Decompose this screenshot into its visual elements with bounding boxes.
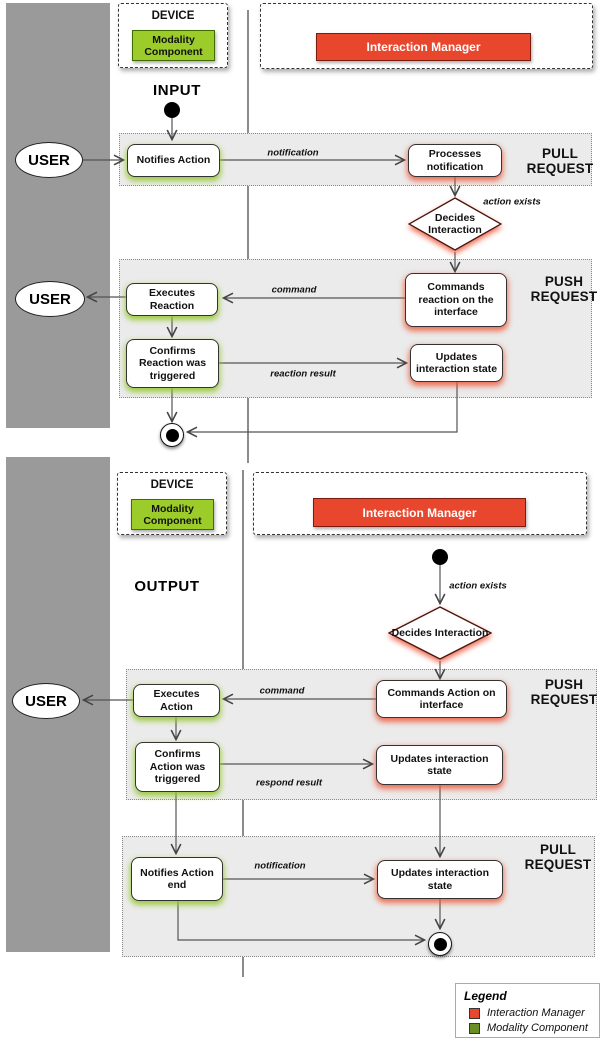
commands-action-node: Commands Action on interface [376,680,507,718]
device-container-input: DEVICE Modality Component [118,3,228,68]
push-request-label-input: PUSH REQUEST [530,274,598,304]
command-edge-label-output: command [259,685,305,697]
notifies-action-node: Notifies Action [127,144,220,177]
legend-label-interaction-manager: Interaction Manager [487,1007,585,1019]
decides-interaction-label-output: Decides Interaction [391,627,489,639]
modality-component-box-input: Modality Component [132,30,215,61]
decides-interaction-label-input: Decides Interaction [428,212,482,236]
device-container-output: DEVICE Modality Component [117,472,227,535]
modality-component-swatch [469,1022,480,1034]
user-actor-input: USER [15,142,83,178]
legend-title: Legend [464,989,507,1003]
decides-interaction-diamond-output: Decides Interaction [388,606,492,660]
initial-node-output [432,549,448,565]
action-exists-edge-label-output: action exists [449,580,507,592]
commands-reaction-node: Commands reaction on the interface [405,273,507,327]
swimlane-separator-input [247,10,249,463]
notifies-action-end-node: Notifies Action end [131,857,223,901]
decides-interaction-diamond-input: Decides Interaction [408,197,502,251]
interaction-manager-container-output: Interaction Manager [253,472,587,535]
user-actor-input-push: USER [15,281,85,317]
interaction-manager-box-output: Interaction Manager [313,498,526,527]
legend-label-modality-component: Modality Component [487,1022,588,1034]
push-request-label-output: PUSH REQUEST [530,677,598,707]
notification-edge-label-input: notification [267,147,319,159]
device-title-input: DEVICE [151,10,195,22]
updates-interaction-state-node-input: Updates interaction state [410,344,503,382]
executes-reaction-node: Executes Reaction [126,283,218,316]
executes-action-node: Executes Action [133,684,220,717]
interaction-manager-swatch [469,1007,480,1019]
confirms-reaction-node: Confirms Reaction was triggered [126,339,219,388]
modality-component-box-output: Modality Component [131,499,214,530]
final-node-output [428,932,452,956]
updates-interaction-state-node-pull: Updates interaction state [377,860,503,899]
output-section-label: OUTPUT [134,578,200,595]
confirms-action-node: Confirms Action was triggered [135,742,220,792]
action-exists-edge-label-input: action exists [483,196,541,208]
interaction-manager-box-input: Interaction Manager [316,33,531,61]
device-title-output: DEVICE [150,479,194,491]
respond-result-edge-label: respond result [256,777,322,789]
input-section-label: INPUT [153,82,201,99]
notification-edge-label-output: notification [254,860,306,872]
legend-item-interaction-manager: Interaction Manager [469,1007,585,1019]
pull-request-label-input: PULL REQUEST [526,146,594,176]
interaction-manager-container-input: Interaction Manager [260,3,593,69]
initial-node-input [164,102,180,118]
legend: Legend Interaction Manager Modality Comp… [455,983,600,1038]
legend-item-modality-component: Modality Component [469,1022,588,1034]
user-swimlane-band-input [6,3,110,428]
reaction-result-edge-label: reaction result [270,368,336,380]
processes-notification-node: Processes notification [408,144,502,177]
command-edge-label-input: command [271,284,317,296]
user-actor-output: USER [12,683,80,719]
final-node-input [160,423,184,447]
pull-request-label-output: PULL REQUEST [524,842,592,872]
updates-interaction-state-node-push: Updates interaction state [376,745,503,785]
